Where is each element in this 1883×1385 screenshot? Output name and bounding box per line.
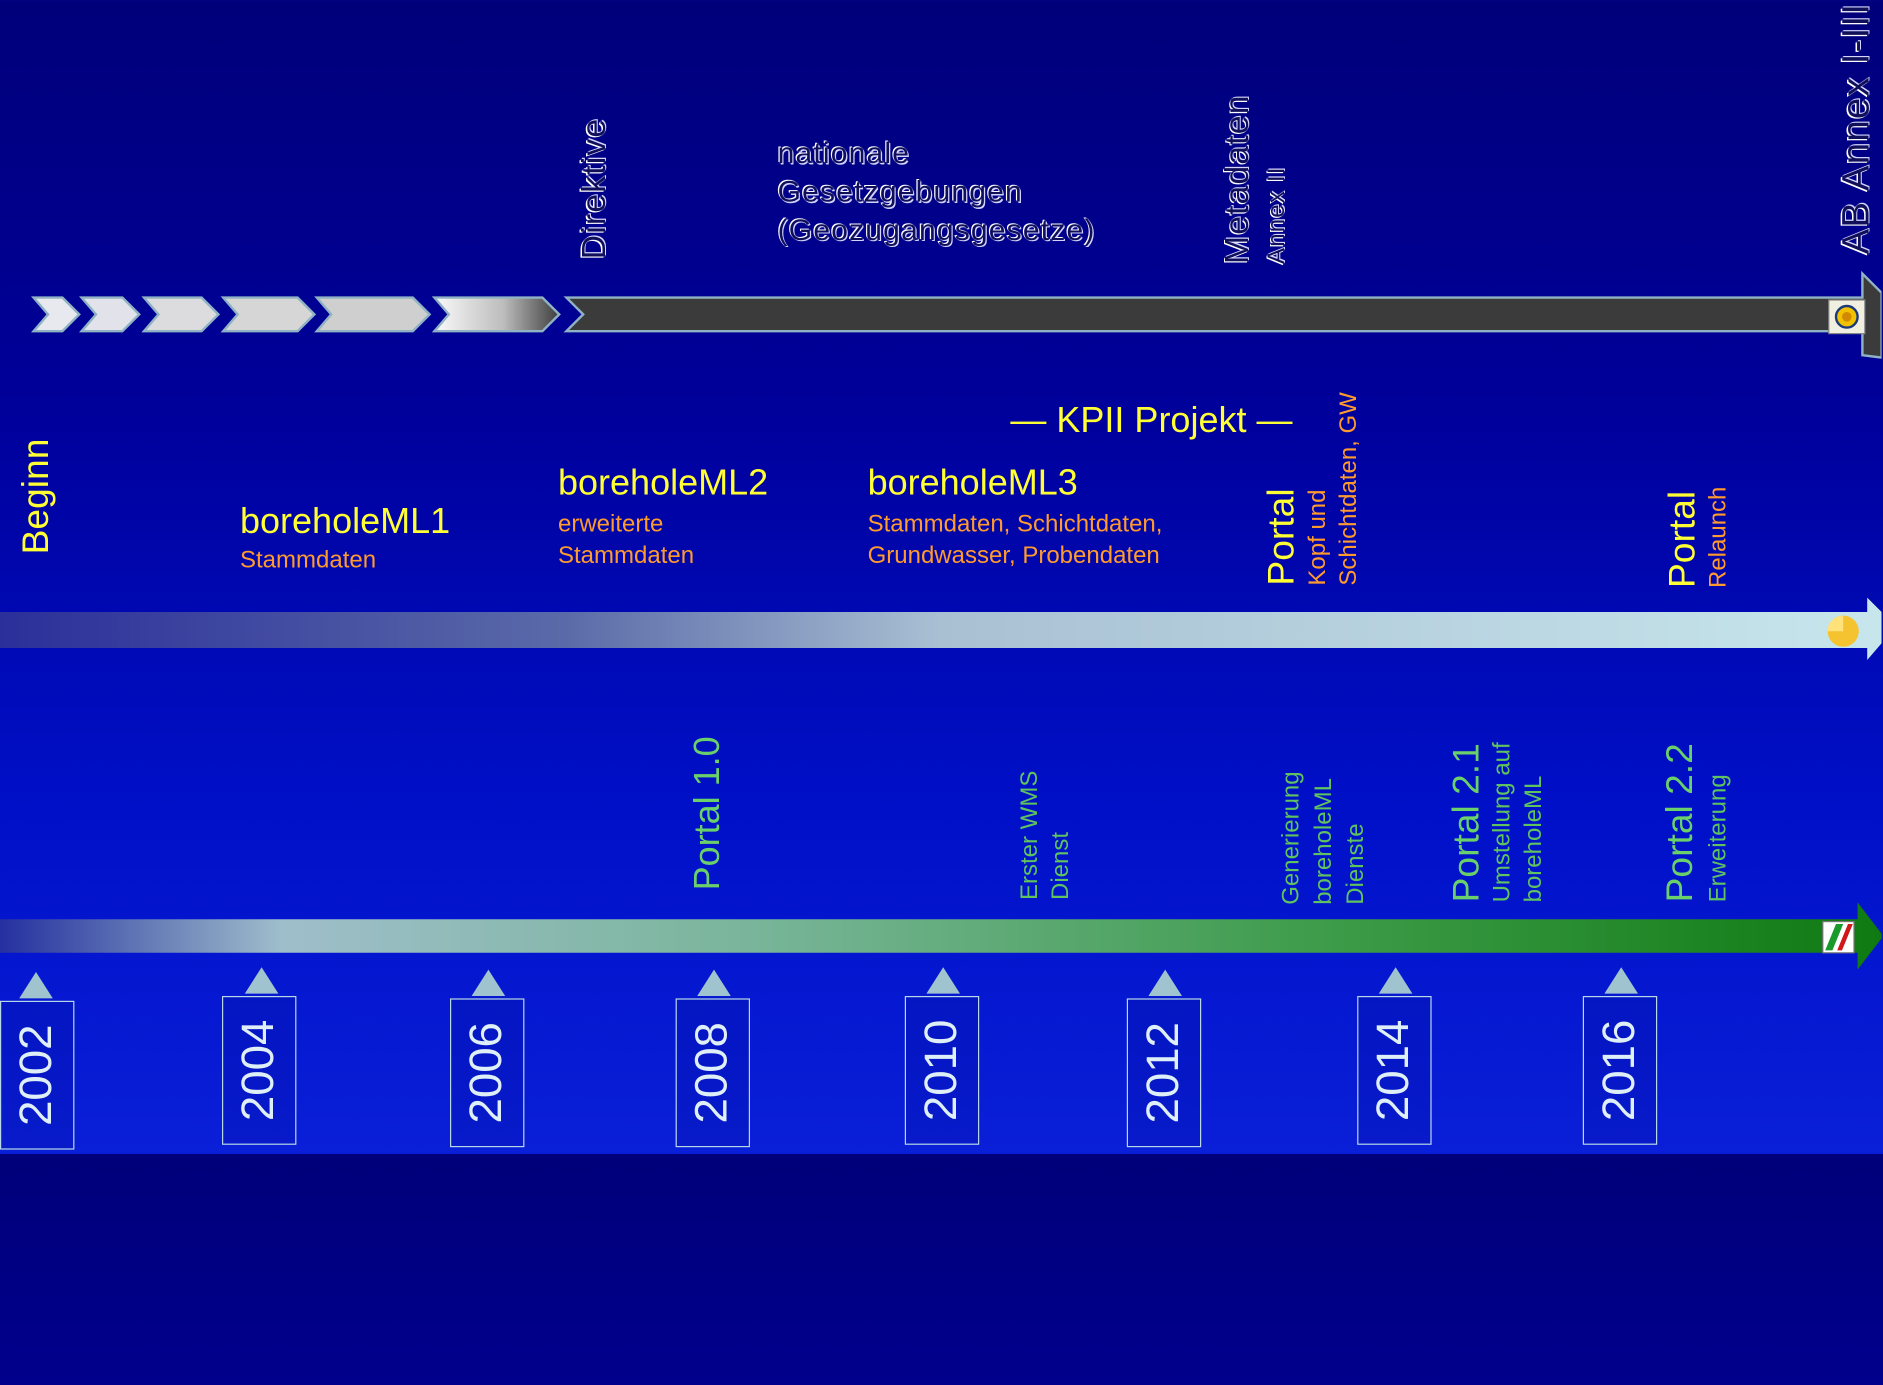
bottom-arrow: [0, 902, 1882, 970]
metadaten-label: Metadaten: [1218, 94, 1256, 264]
portal-1-0-label: Portal 1.0: [687, 736, 728, 891]
year-label: 2012: [1138, 1022, 1189, 1124]
boreholeml3-sub2: Grundwasser, Probendaten: [867, 542, 1160, 569]
portal-2-2-sub: Erweiterung: [1705, 774, 1732, 903]
geozugangsgesetze-line: (Geozugangsgesetze): [777, 213, 1096, 248]
year-box-2012: 2012: [1126, 998, 1202, 1148]
year-box-2010: 2010: [904, 996, 980, 1145]
portal-2-1-sub1: Umstellung auf: [1489, 742, 1516, 903]
beginn-label: Beginn: [14, 438, 57, 555]
erster-wms-line2: Dienst: [1047, 831, 1074, 901]
chevron-icon-group: [30, 270, 1882, 359]
year-marker-triangle: [697, 969, 731, 997]
nationale-line: nationale: [777, 136, 911, 171]
year-box-2014: 2014: [1357, 996, 1432, 1145]
timeline-arrows: [0, 270, 1882, 970]
metadaten-annex-label: Annex II: [1263, 166, 1290, 264]
boreholeml3-sub1: Stammdaten, Schichtdaten,: [867, 511, 1163, 538]
generierung-line1: Generierung: [1278, 771, 1305, 905]
year-label: 2006: [461, 1022, 512, 1124]
erster-wms-line1: Erster WMS: [1016, 770, 1043, 901]
kpii-projekt-label: — KPII Projekt —: [1010, 400, 1293, 441]
year-marker-triangle: [244, 967, 279, 994]
generierung-line2: boreholeML: [1310, 778, 1337, 905]
portal-relaunch-sub: Relaunch: [1705, 486, 1732, 588]
ab-annex-label: AB Annex I-III: [1833, 2, 1877, 255]
portal-kopf-title: Portal: [1260, 488, 1302, 586]
boreholeml2-title: boreholeML2: [558, 463, 769, 503]
boreholeml1-title: boreholeML1: [240, 501, 451, 542]
nrw-flag-icon: [1822, 921, 1855, 954]
eu-stars-icon: [1828, 299, 1866, 335]
year-marker-triangle: [1148, 969, 1182, 997]
gesetzgebungen-line: Gesetzgebungen: [777, 175, 1023, 209]
year-box-2002: 2002: [0, 1000, 75, 1150]
portal-kopf-sub2: Schichtdaten, GW: [1335, 392, 1362, 586]
direktive-label: Direktive: [574, 117, 612, 260]
year-box-2006: 2006: [450, 998, 525, 1148]
year-label: 2010: [916, 1019, 967, 1122]
boreholeml1-sub: Stammdaten: [240, 547, 377, 574]
nationale-gesetzgebungen-label: nationale Gesetzgebungen (Geozugangsgese…: [778, 134, 1096, 249]
yellow-circle-icon: [1827, 615, 1859, 647]
year-label: 2002: [11, 1024, 62, 1126]
boreholeml2-block: boreholeML2 erweiterte Stammdaten: [558, 463, 768, 571]
portal-2-1-label: Portal 2.1: [1444, 743, 1487, 903]
portal-kopf-sub1: Kopf und: [1304, 489, 1331, 586]
year-label: 2016: [1594, 1019, 1645, 1122]
year-marker-triangle: [19, 972, 53, 999]
boreholeml3-title: boreholeML3: [867, 463, 1078, 503]
year-marker-triangle: [1378, 967, 1413, 994]
portal-relaunch-title: Portal: [1660, 490, 1703, 588]
boreholeml2-sub2: Stammdaten: [558, 542, 695, 569]
boreholeml2-sub1: erweiterte: [558, 511, 664, 538]
portal-2-1-sub2: boreholeML: [1520, 775, 1547, 903]
year-marker-triangle: [471, 969, 506, 997]
boreholeml1-block: boreholeML1 Stammdaten: [240, 502, 450, 575]
boreholeml3-block: boreholeML3 Stammdaten, Schichtdaten, Gr…: [868, 463, 1163, 571]
generierung-line3: Dienste: [1342, 823, 1370, 905]
year-box-2016: 2016: [1582, 996, 1658, 1145]
year-marker-triangle: [1604, 967, 1639, 994]
middle-arrow: [0, 597, 1882, 660]
year-box-2004: 2004: [222, 996, 297, 1145]
year-marker-triangle: [926, 967, 961, 994]
year-label: 2004: [233, 1019, 284, 1122]
year-label: 2008: [687, 1022, 738, 1124]
year-box-2008: 2008: [675, 998, 750, 1148]
portal-2-2-label: Portal 2.2: [1658, 743, 1701, 903]
year-label: 2014: [1368, 1019, 1419, 1122]
